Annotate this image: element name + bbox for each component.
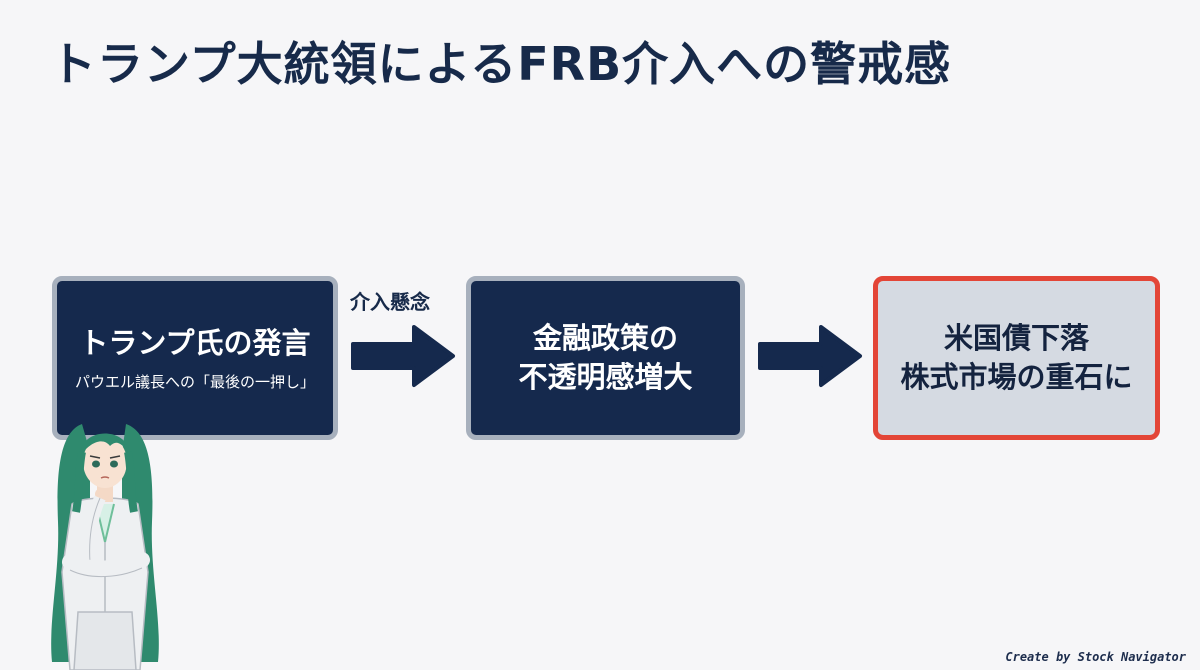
- credit-text: Create by Stock Navigator: [1005, 650, 1186, 664]
- presenter-character-illustration: [51, 424, 159, 670]
- step-main-text: 米国債下落 株式市場の重石に: [900, 320, 1133, 394]
- step-sub-text: パウエル議長への「最後の一押し」: [74, 373, 315, 392]
- arrow-label: 介入懸念: [350, 290, 430, 314]
- right-arrow-icon: [351, 325, 455, 387]
- right-arrow-icon: [758, 325, 862, 387]
- step-main-text: 金融政策の 不透明感増大: [518, 320, 693, 394]
- step-box-trump-statement: トランプ氏の発言 パウエル議長への「最後の一押し」: [52, 276, 338, 440]
- page-title: トランプ大統領によるFRB介入への警戒感: [50, 37, 952, 91]
- step-box-market-impact: 米国債下落 株式市場の重石に: [873, 276, 1160, 440]
- step-box-policy-uncertainty: 金融政策の 不透明感増大: [466, 276, 745, 440]
- step-main-text: トランプ氏の発言: [79, 325, 311, 360]
